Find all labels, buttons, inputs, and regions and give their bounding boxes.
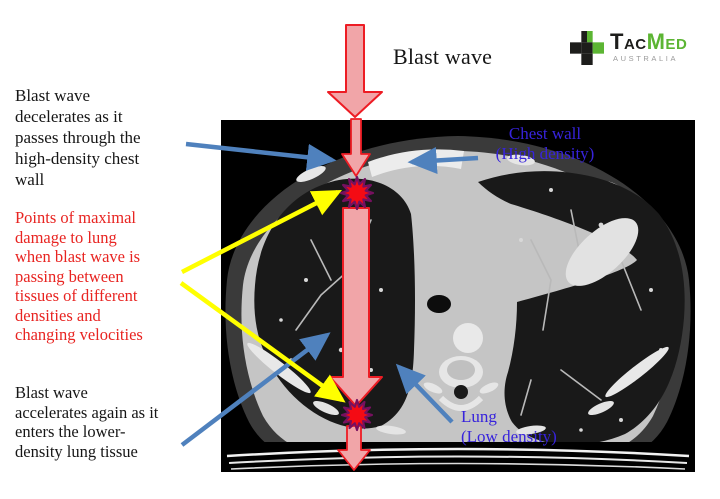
- ct-scan-image: [221, 120, 695, 472]
- annotation-accelerates: Blast wave accelerates again as it enter…: [15, 383, 159, 461]
- logo-wordmark: TacMed: [610, 29, 688, 54]
- label-lung: Lung (Low density): [461, 407, 557, 446]
- ct-scan-drawing: [221, 120, 695, 472]
- logo-text: TacMed AUSTRALIA: [610, 29, 688, 64]
- logo-word-tac: Tac: [610, 29, 647, 54]
- annotation-decelerates: Blast wave decelerates as it passes thro…: [15, 86, 141, 189]
- logo-word-med: Med: [646, 29, 688, 54]
- logo-subtext: AUSTRALIA: [613, 54, 679, 63]
- label-chest-wall: Chest wall (High density): [495, 124, 595, 163]
- tacmed-logo: TacMed AUSTRALIA: [570, 31, 687, 65]
- medical-cross-icon: [570, 31, 604, 65]
- annotation-max-damage: Points of maximal damage to lung when bl…: [15, 208, 143, 344]
- blast-wave-top-arrow-icon: [327, 24, 383, 118]
- page-title: Blast wave: [393, 44, 493, 69]
